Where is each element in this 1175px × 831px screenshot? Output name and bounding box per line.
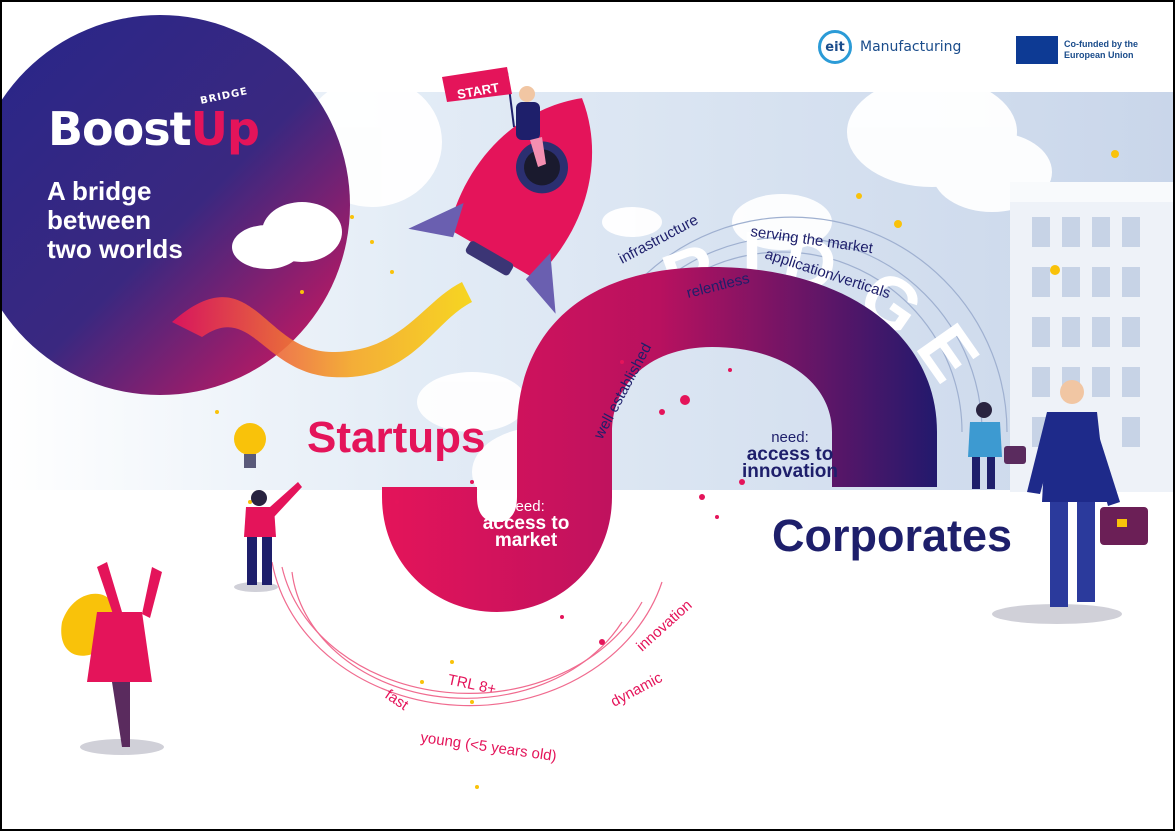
s-bridge-path bbox=[382, 267, 937, 612]
brand-name-suffix: Up bbox=[190, 102, 260, 156]
brand-name-prefix: Boost bbox=[48, 102, 192, 156]
startup-arcs bbox=[271, 561, 663, 707]
startup-woman bbox=[61, 562, 164, 755]
trait-young: young (<5 years old) bbox=[419, 729, 557, 765]
eu-line2: European Union bbox=[1064, 50, 1134, 60]
need-line1: access to bbox=[746, 444, 834, 465]
startups-need: need: access to market bbox=[476, 498, 576, 551]
trait-trl: TRL 8+ bbox=[446, 671, 498, 698]
eu-cofunded-logo: Co-funded by the European Union bbox=[1016, 36, 1138, 64]
corporates-heading: Corporates bbox=[772, 510, 1013, 561]
brand-logo: BoostUp bbox=[48, 102, 260, 156]
eit-icon: eit bbox=[818, 30, 852, 64]
need-line2: market bbox=[494, 530, 558, 551]
yellow-dots bbox=[215, 150, 1119, 789]
rocket bbox=[408, 67, 593, 314]
corporate-businessman bbox=[992, 380, 1148, 624]
need-line2: innovation bbox=[741, 461, 839, 482]
lightbulb bbox=[234, 423, 266, 468]
trait-innovation: innovation bbox=[633, 597, 695, 655]
corporate-woman bbox=[968, 402, 1026, 489]
eit-manufacturing-logo: eit Manufacturing bbox=[818, 30, 961, 64]
eu-line1: Co-funded by the bbox=[1064, 39, 1138, 49]
startups-heading: Startups bbox=[307, 413, 486, 462]
brand-circle bbox=[2, 15, 350, 395]
startup-traits: innovation dynamic TRL 8+ fast young (<5… bbox=[382, 597, 696, 765]
rocket-trail bbox=[172, 282, 472, 378]
startup-man bbox=[234, 482, 302, 592]
need-label: need: bbox=[771, 429, 809, 446]
tagline-line: between bbox=[47, 205, 152, 235]
office-building bbox=[1010, 182, 1173, 492]
tagline-line: two worlds bbox=[47, 234, 183, 264]
eu-flag-icon bbox=[1016, 36, 1058, 64]
eit-name: Manufacturing bbox=[860, 39, 962, 55]
brand-tagline: A bridge between two worlds bbox=[47, 177, 277, 264]
trait-dynamic: dynamic bbox=[608, 669, 666, 710]
need-label: need: bbox=[507, 498, 545, 515]
tagline-line: A bridge bbox=[47, 176, 152, 206]
rocket-flag-text: START bbox=[456, 80, 500, 102]
need-line1: access to bbox=[482, 513, 570, 534]
brand-cloud bbox=[232, 202, 342, 269]
splatter bbox=[395, 360, 745, 645]
eu-text: Co-funded by the European Union bbox=[1064, 39, 1138, 61]
corporates-need: need: access to innovation bbox=[726, 429, 854, 482]
